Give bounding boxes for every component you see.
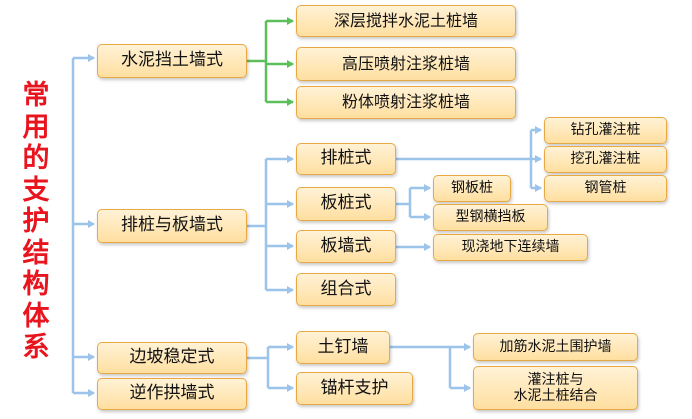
node-sheet-pile: 板桩式 [296, 187, 396, 221]
sheet-pile-connectors [396, 184, 431, 221]
node-h-beam-lagging: 型钢横挡板 [433, 204, 548, 231]
title-connectors [71, 54, 95, 397]
row-pile-connectors [396, 126, 542, 192]
node-bored-cast-pile: 钻孔灌注桩 [544, 117, 667, 144]
slope-connectors [247, 343, 294, 392]
combo-line-1: 灌注桩与 [527, 371, 584, 388]
node-steel-pipe-pile: 钢管桩 [544, 175, 667, 202]
node-soil-nail-wall: 土钉墙 [296, 331, 390, 364]
node-cement-retaining-wall: 水泥挡土墙式 [97, 44, 247, 78]
node-combined: 组合式 [296, 273, 396, 306]
node-deep-mixing-pile-wall: 深层搅拌水泥土桩墙 [296, 5, 516, 37]
soil-nail-connectors [390, 343, 471, 392]
pile-board-connectors [247, 155, 294, 294]
node-row-pile: 排桩式 [296, 143, 396, 175]
node-high-pressure-jet-pile-wall: 高压喷射注浆桩墙 [296, 47, 516, 81]
node-powder-jet-pile-wall: 粉体喷射注浆桩墙 [296, 86, 516, 119]
node-board-wall: 板墙式 [296, 230, 396, 263]
node-diaphragm-wall: 现浇地下连续墙 [433, 234, 588, 261]
node-anchor-support: 锚杆支护 [296, 372, 413, 405]
cement-connectors [247, 17, 294, 106]
node-reinforced-cement-soil-wall: 加筋水泥土围护墙 [473, 333, 638, 361]
node-cast-pile-cement-combo: 灌注桩与 水泥土桩结合 [473, 366, 638, 410]
node-pile-and-board-wall: 排桩与板墙式 [97, 209, 247, 243]
combo-line-2: 水泥土桩结合 [513, 388, 598, 404]
node-dug-cast-pile: 挖孔灌注桩 [544, 146, 667, 173]
diagram-title: 常用的支护结构体系 [22, 80, 50, 363]
node-reverse-arch-wall: 逆作拱墙式 [97, 378, 247, 410]
node-slope-stability: 边坡稳定式 [97, 342, 247, 374]
node-steel-sheet-pile: 钢板桩 [433, 175, 511, 202]
